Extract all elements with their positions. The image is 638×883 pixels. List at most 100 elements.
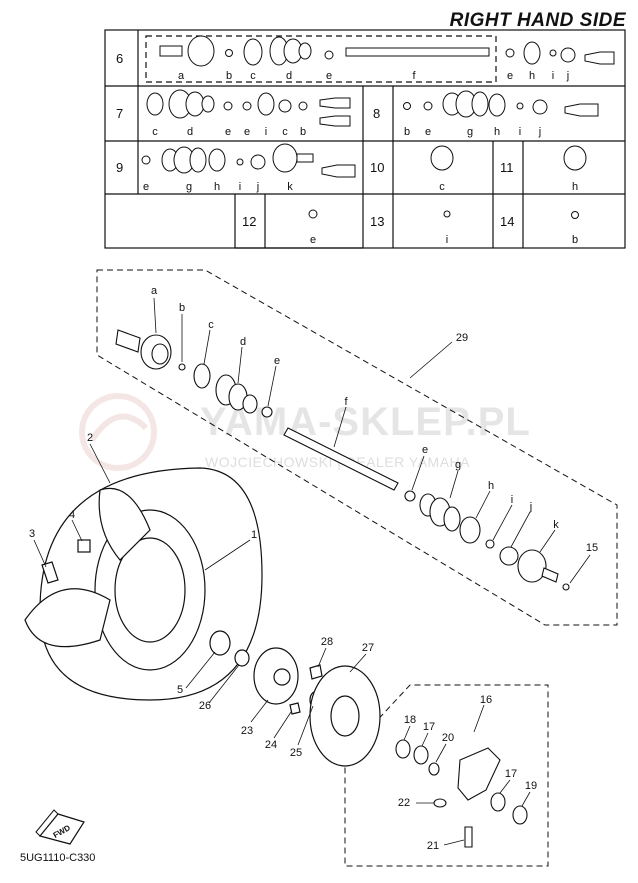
small-band-icon (404, 490, 416, 502)
callout-number: 27 (362, 642, 374, 654)
shaft-icon (283, 427, 399, 491)
drive-shaft-parts (115, 329, 570, 591)
callout-label: b (179, 302, 185, 314)
oring-icon (562, 583, 570, 591)
svg-text:e: e (143, 181, 149, 193)
svg-text:g: g (467, 126, 473, 138)
boot-icon (419, 493, 461, 532)
circlip-icon (549, 49, 557, 57)
ring-icon (278, 99, 292, 113)
boot-icon (215, 374, 258, 414)
knuckle-group-outline (344, 684, 549, 867)
svg-text:e: e (310, 234, 316, 246)
callout-label: c (208, 319, 214, 331)
svg-text:c: c (439, 181, 445, 193)
ball-joint-icon (464, 826, 473, 848)
leader-lines (33, 297, 591, 846)
svg-text:e: e (507, 70, 513, 82)
watermark-logo-icon (79, 393, 157, 471)
svg-text:e: e (225, 126, 231, 138)
bearing-icon (490, 792, 506, 812)
valve-icon (41, 561, 59, 584)
callout-number: 23 (241, 725, 253, 737)
grease-tube-icon (319, 97, 351, 109)
rim-inner-icon (114, 537, 186, 643)
svg-text:b: b (300, 126, 306, 138)
callout-number: 18 (404, 714, 416, 726)
circlip-icon (236, 158, 244, 166)
ring-icon (532, 99, 548, 115)
svg-text:c: c (152, 126, 158, 138)
wheel-parts (24, 467, 381, 767)
callout-number: 3 (29, 528, 35, 540)
circlip-icon (443, 210, 451, 218)
svg-text:e: e (425, 126, 431, 138)
svg-text:j: j (566, 70, 569, 82)
boot-band-icon (430, 145, 454, 171)
svg-text:b: b (572, 234, 578, 246)
callout-number: 17 (505, 768, 517, 780)
small-band-icon (242, 101, 252, 111)
row-id: 10 (370, 160, 384, 175)
row-id: 9 (116, 160, 123, 175)
circlip-icon (225, 49, 233, 57)
callout-number: 1 (251, 529, 257, 541)
callout-label: i (511, 494, 513, 506)
bolt-icon (289, 702, 301, 715)
cv-joint-outer-icon (159, 35, 215, 67)
svg-text:b: b (226, 70, 232, 82)
collar-icon (234, 649, 250, 667)
circlip-icon (485, 539, 495, 549)
ring-icon (560, 47, 576, 63)
callout-label: f (344, 396, 348, 408)
callout-label: h (488, 480, 494, 492)
cv-joint-outer-icon (115, 329, 172, 370)
small-band-icon (261, 406, 273, 418)
circlip-icon (298, 101, 308, 111)
row-id: 8 (373, 106, 380, 121)
row-id: 12 (242, 214, 256, 229)
ring-icon (250, 154, 266, 170)
cv-joint-inner-icon (272, 143, 314, 173)
svg-text:e: e (326, 70, 332, 82)
callout-number: 15 (586, 542, 598, 554)
callout-number: 29 (456, 332, 468, 344)
small-band-icon (308, 209, 318, 219)
boot-band-icon (208, 148, 226, 172)
callout-label: k (553, 519, 559, 531)
grease-tube-icon (319, 115, 351, 127)
svg-text:k: k (287, 181, 293, 193)
circlip-icon (178, 363, 186, 371)
svg-text:h: h (572, 181, 578, 193)
grease-tube-icon (564, 103, 599, 117)
seal-icon (512, 805, 528, 825)
seal-icon (428, 762, 440, 776)
diagram-code: 5UG1110-C330 (20, 852, 96, 864)
callout-number: 26 (199, 700, 211, 712)
nut-icon (77, 539, 91, 553)
boot-band-icon (523, 41, 541, 65)
callout-number: 17 (423, 721, 435, 733)
callout-number: 24 (265, 739, 277, 751)
boot-icon (269, 36, 312, 66)
spacer-icon (209, 630, 231, 656)
grease-tube-icon (321, 164, 356, 178)
tire-cutaway-icon (98, 487, 151, 561)
svg-text:c: c (250, 70, 256, 82)
bearing-icon (395, 739, 411, 759)
svg-text:j: j (256, 181, 259, 193)
callout-label: a (151, 285, 158, 297)
boot-icon (442, 90, 489, 118)
row-id: 6 (116, 51, 123, 66)
boot-icon (168, 89, 215, 119)
callout-number: 19 (525, 780, 537, 792)
row-id: 11 (500, 160, 514, 175)
shaft-icon (345, 47, 490, 57)
callout-number: 25 (290, 747, 302, 759)
callout-number: 5 (177, 684, 183, 696)
svg-text:i: i (265, 126, 267, 138)
circlip-icon (433, 798, 447, 808)
cv-joint-inner-icon (517, 549, 559, 583)
boot-band-icon (193, 363, 211, 389)
